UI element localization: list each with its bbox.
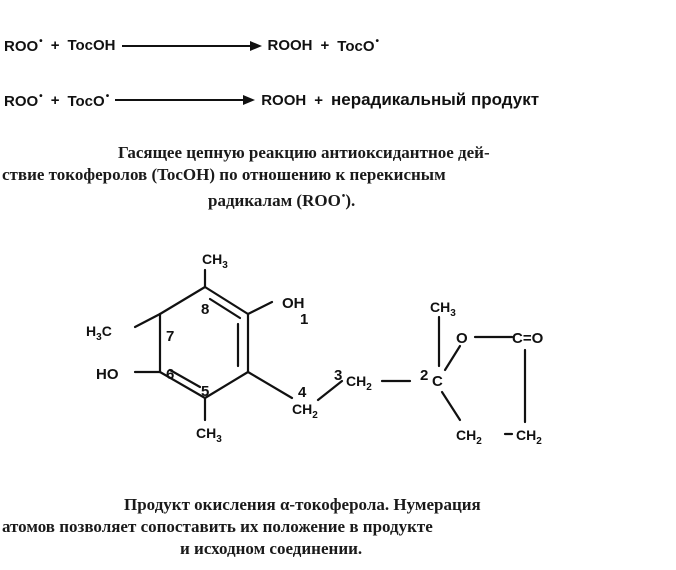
reaction-1: ROO• + TocOH ROOH + TocO• xyxy=(4,36,379,55)
oh-label: OH xyxy=(282,295,305,312)
reactant-roo: ROO• xyxy=(4,36,43,55)
atom-number-1: 1 xyxy=(300,311,308,328)
product-nonradical: нерадикальный продукт xyxy=(330,90,540,109)
atom-number-3: 3 xyxy=(334,367,342,384)
ch3-top-label: CH3 xyxy=(202,251,228,271)
tocopherol-oxidation-product-structure: CH3 OH H3C HO CH3 1 2 3 4 5 6 7 8 CH2 CH… xyxy=(86,251,544,447)
plus-sign: + xyxy=(50,37,60,54)
reactant-roo: ROO• xyxy=(4,90,43,110)
product-rooh: ROOH xyxy=(267,37,313,54)
ch2-label: CH2 xyxy=(292,401,318,421)
caption-line: радикалам (ROO•). xyxy=(208,191,356,210)
ch2-label: CH2 xyxy=(516,427,542,447)
reaction-2: ROO• + TocO• ROOH + нерадикальный продук… xyxy=(4,90,539,110)
reactant-tocoh: TocOH xyxy=(67,37,116,54)
ch2-label: CH2 xyxy=(346,373,372,393)
product-rooh: ROOH xyxy=(261,91,307,109)
ring-oxygen-label: O xyxy=(456,330,468,347)
ch3-bottom-label: CH3 xyxy=(196,425,222,445)
ch3-quat-label: CH3 xyxy=(430,299,456,319)
caption-oxidation-product: Продукт окисления α-токоферола. Нумераци… xyxy=(0,494,676,564)
plus-sign: + xyxy=(314,91,323,109)
plus-sign: + xyxy=(320,37,330,54)
quaternary-c-label: C xyxy=(432,373,443,390)
caption-antioxidant: Гасящее цепную реакцию антиоксидантное д… xyxy=(0,142,676,212)
caption-line: Гасящее цепную реакцию антиоксидантное д… xyxy=(118,143,490,162)
caption-line: и исходном соединении. xyxy=(180,539,363,558)
reactant-toco: TocO• xyxy=(67,90,110,110)
reaction-arrow-icon xyxy=(121,40,262,51)
caption-line: ствие токоферолов (TocOH) по отношению к… xyxy=(2,165,446,184)
atom-number-8: 8 xyxy=(201,301,209,318)
carbonyl-label: C=O xyxy=(512,330,544,347)
reaction-arrow-icon xyxy=(115,95,256,105)
atom-number-5: 5 xyxy=(201,383,209,400)
atom-number-4: 4 xyxy=(298,384,307,401)
h3c-label: H3C xyxy=(86,323,112,343)
atom-number-7: 7 xyxy=(166,328,174,345)
atom-number-6: 6 xyxy=(166,366,174,383)
ch2-label: CH2 xyxy=(456,427,482,447)
product-toco: TocO• xyxy=(337,36,380,55)
caption-line: атомов позволяет сопоставить их положени… xyxy=(2,517,433,536)
ho-label: HO xyxy=(96,366,119,383)
atom-number-2: 2 xyxy=(420,367,428,384)
caption-line: Продукт окисления α-токоферола. Нумераци… xyxy=(124,495,481,514)
plus-sign: + xyxy=(50,91,60,109)
